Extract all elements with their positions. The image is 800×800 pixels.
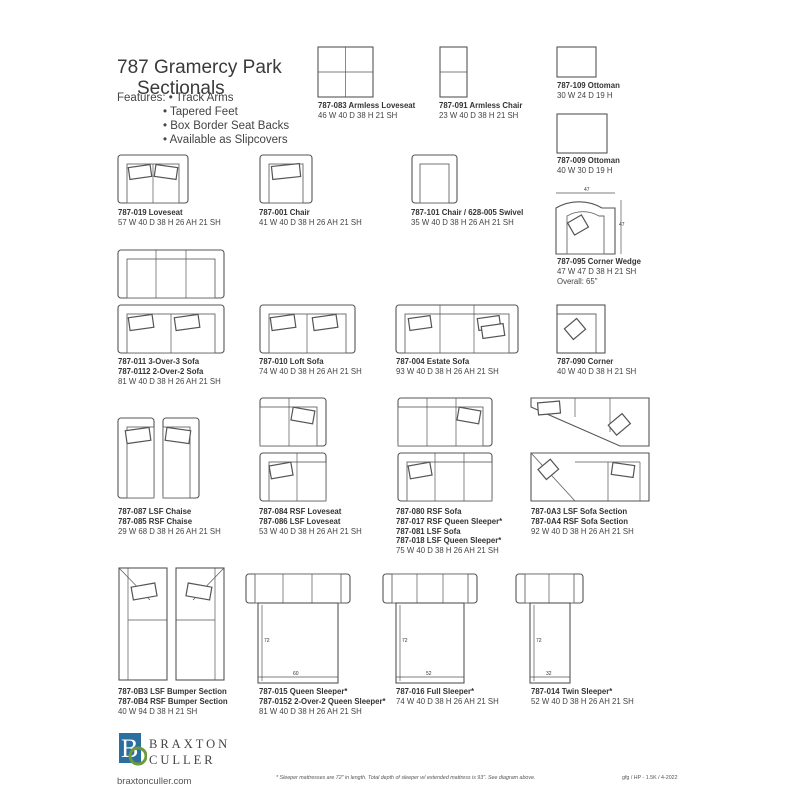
twin-length-dim: 72	[536, 638, 542, 644]
twin-sleeper-diagram: 72 32	[515, 573, 584, 684]
website-link[interactable]: braxtonculler.com	[117, 776, 192, 787]
svg-text:B: B	[121, 734, 138, 763]
queen-length-dim: 72	[264, 638, 270, 644]
product-chair-swivel: 787-101 Chair / 628-005 Swivel 35 W 40 D…	[411, 208, 524, 227]
full-width-dim: 52	[426, 671, 432, 677]
armless-loveseat-diagram	[317, 46, 374, 98]
full-sleeper-diagram: 72 52	[382, 573, 478, 684]
document-code: gfg / HP - 1.5K / 4-2022	[622, 775, 678, 781]
product-chaise: 787-087 LSF Chaise 787-085 RSF Chaise 29…	[118, 507, 221, 536]
product-armless-loveseat: 787-083 Armless Loveseat 46 W 40 D 38 H …	[318, 101, 416, 120]
title-line-1: 787 Gramercy Park	[117, 56, 282, 78]
sofa-3over3-diagram	[117, 249, 225, 299]
title-line-2: Sectionals	[137, 77, 225, 99]
product-loft-sofa: 787-010 Loft Sofa 74 W 40 D 38 H 26 AH 2…	[259, 357, 362, 376]
brand-logo: B BRAXTON CULLER	[117, 729, 247, 769]
chaise-diagram	[117, 417, 200, 499]
product-bumper: 787-0B3 LSF Bumper Section 787-0B4 RSF B…	[118, 687, 228, 716]
armless-chair-diagram	[439, 46, 468, 98]
product-estate-sofa: 787-004 Estate Sofa 93 W 40 D 38 H 26 AH…	[396, 357, 499, 376]
feature-item: Track Arms	[175, 92, 234, 104]
product-ottoman-009: 787-009 Ottoman 40 W 30 D 19 H	[557, 156, 620, 175]
estate-sofa-diagram	[395, 304, 519, 354]
corner-wedge-diagram: 47 47	[555, 187, 625, 255]
rsf-sofa-diagram	[397, 397, 493, 502]
wedge-side-dim: 47	[619, 222, 625, 228]
features-label: Features:	[117, 92, 166, 104]
twin-width-dim: 32	[546, 671, 552, 677]
product-queen-sleeper: 787-015 Queen Sleeper* 787-0152 2-Over-2…	[259, 687, 386, 716]
product-ottoman-109: 787-109 Ottoman 30 W 24 D 19 H	[557, 81, 620, 100]
product-rsf-sofa: 787-080 RSF Sofa 787-017 RSF Queen Sleep…	[396, 507, 503, 556]
bumper-diagram	[118, 567, 225, 681]
corner-090-diagram	[556, 304, 606, 354]
product-twin-sleeper: 787-014 Twin Sleeper* 52 W 40 D 38 H 26 …	[531, 687, 634, 706]
loft-sofa-diagram	[259, 304, 356, 354]
product-corner-wedge: 787-095 Corner Wedge 47 W 47 D 38 H 21 S…	[557, 257, 641, 286]
chair-101-diagram	[411, 154, 458, 204]
feature-item: Box Border Seat Backs	[170, 120, 290, 132]
product-loveseat: 787-019 Loveseat 57 W 40 D 38 H 26 AH 21…	[118, 208, 221, 227]
queen-sleeper-diagram: 72 60	[245, 573, 351, 684]
product-chair: 787-001 Chair 41 W 40 D 38 H 26 AH 21 SH	[259, 208, 362, 227]
sleeper-footnote: * Sleeper mattresses are 72" in length. …	[276, 775, 536, 781]
wedge-top-dim: 47	[584, 187, 590, 193]
brand-name-line-1: BRAXTON	[149, 737, 231, 751]
full-length-dim: 72	[402, 638, 408, 644]
feature-item: Tapered Feet	[170, 106, 238, 118]
feature-item: Available as Slipcovers	[169, 134, 288, 146]
product-armless-chair: 787-091 Armless Chair 23 W 40 D 38 H 21 …	[439, 101, 523, 120]
product-rsf-loveseat: 787-084 RSF Loveseat 787-086 LSF Lovesea…	[259, 507, 362, 536]
product-sofa-3over3: 787-011 3-Over-3 Sofa 787-0112 2-Over-2 …	[118, 357, 221, 386]
sofa-2over2-diagram	[117, 304, 225, 354]
queen-width-dim: 60	[293, 671, 299, 677]
page-title: 787 Gramercy Park Sectionals	[117, 57, 282, 99]
product-sofa-section: 787-0A3 LSF Sofa Section 787-0A4 RSF Sof…	[531, 507, 634, 536]
ottoman-009-diagram	[556, 113, 608, 154]
features-list: Features: • Track Arms • Tapered Feet • …	[117, 92, 290, 146]
rsf-loveseat-diagram	[259, 397, 327, 502]
ottoman-109-diagram	[556, 46, 597, 78]
logo-mark-icon: B	[119, 733, 147, 766]
product-corner: 787-090 Corner 40 W 40 D 38 H 21 SH	[557, 357, 637, 376]
sofa-section-diagram	[530, 397, 650, 502]
chair-001-diagram	[259, 154, 313, 204]
product-full-sleeper: 787-016 Full Sleeper* 74 W 40 D 38 H 26 …	[396, 687, 499, 706]
loveseat-019-diagram	[117, 154, 189, 204]
brand-name-line-2: CULLER	[149, 753, 216, 767]
